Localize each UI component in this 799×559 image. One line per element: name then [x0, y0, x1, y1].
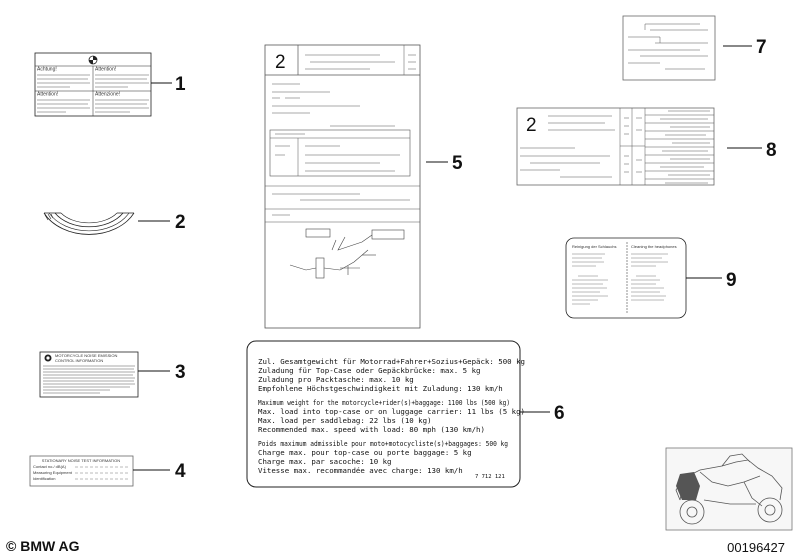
label-9-cleaning-instructions[interactable]: Reinigung der Schlauchs Cleaning the hea…: [565, 237, 687, 319]
callout-4[interactable]: 4: [175, 461, 186, 482]
label-2-arc-sticker[interactable]: [43, 212, 135, 235]
motorcycle-thumbnail[interactable]: [665, 447, 793, 531]
label-1-row2-a: Attention!: [37, 92, 58, 98]
label-6-load-capacity-sticker[interactable]: Zul. Gesamtgewicht für Motorrad+Fahrer+S…: [246, 340, 525, 488]
label-9-col-b-title: Cleaning the headphones: [631, 244, 677, 249]
label-8-information-sheet[interactable]: 2: [516, 107, 715, 186]
callout-6[interactable]: 6: [554, 403, 565, 424]
label-6-de-line-1: Zul. Gesamtgewicht für Motorrad+Fahrer+S…: [258, 357, 525, 366]
label-3-heading-1: MOTORCYCLE NOISE EMISSION: [55, 353, 117, 358]
label-1-col-b-title: Attention!: [95, 67, 116, 73]
callout-7[interactable]: 7: [756, 37, 767, 58]
label-7-small-sheet[interactable]: [622, 15, 716, 81]
label-4-row-2: Measuring Equipment: [33, 470, 73, 475]
label-6-en-line-2: Max. load into top-case or on luggage ca…: [258, 407, 525, 416]
callout-9[interactable]: 9: [726, 270, 737, 291]
label-6-de-line-2: Zuladung für Top-Case oder Gepäckbrücke:…: [258, 366, 480, 375]
diagram-id: 00196427: [727, 540, 785, 555]
callout-8[interactable]: 8: [766, 140, 777, 161]
label-1-warning-sticker[interactable]: Achtung! Attention! Attention! Attenzion…: [34, 52, 152, 117]
label-6-part-number: 7 712 121: [475, 474, 505, 480]
label-3-noise-emission-sticker[interactable]: MOTORCYCLE NOISE EMISSION CONTROL INFORM…: [39, 351, 139, 398]
label-6-fr-line-4: Vitesse max. recommandée avec charge: 13…: [258, 466, 463, 475]
label-4-row-3: Identification: [33, 476, 55, 481]
label-8-number: 2: [526, 115, 537, 136]
callout-3[interactable]: 3: [175, 362, 186, 383]
label-6-de-line-3: Zuladung pro Packtasche: max. 10 kg: [258, 375, 414, 384]
label-6-de-line-4: Empfohlene Höchstgeschwindigkeit mit Zul…: [258, 384, 503, 393]
label-9-col-a-title: Reinigung der Schlauchs: [572, 244, 616, 249]
label-4-row-1: Contact no./ dB(A): [33, 464, 67, 469]
label-6-fr-line-3: Charge max. par sacoche: 10 kg: [258, 457, 392, 466]
label-6-fr-line-1: Poids maximum admissible pour moto+motoc…: [258, 439, 508, 448]
copyright-brand: © BMW AG: [6, 538, 80, 554]
label-6-en-line-3: Max. load per saddlebag: 22 lbs (10 kg): [258, 416, 432, 425]
label-4-title: STATIONARY NOISE TEST INFORMATION: [42, 458, 120, 463]
callout-5[interactable]: 5: [452, 153, 463, 174]
label-6-fr-line-2: Charge max. pour top-case ou porte bagga…: [258, 448, 472, 457]
label-4-stationary-noise-sticker[interactable]: STATIONARY NOISE TEST INFORMATION Contac…: [29, 455, 134, 487]
label-1-row2-b: Attenzione!: [95, 92, 120, 98]
label-6-en-line-1: Maximum weight for the motorcycle+rider(…: [258, 398, 510, 407]
label-1-col-a-title: Achtung!: [37, 67, 57, 73]
case-icon: [676, 472, 700, 500]
callout-2[interactable]: 2: [175, 212, 186, 233]
label-6-en-line-4: Recommended max. speed with load: 80 mph…: [258, 425, 485, 434]
label-5-information-sheet[interactable]: 2: [264, 44, 421, 329]
callout-1[interactable]: 1: [175, 74, 186, 95]
label-5-number: 2: [275, 52, 286, 73]
label-3-heading-2: CONTROL INFORMATION: [55, 358, 103, 363]
